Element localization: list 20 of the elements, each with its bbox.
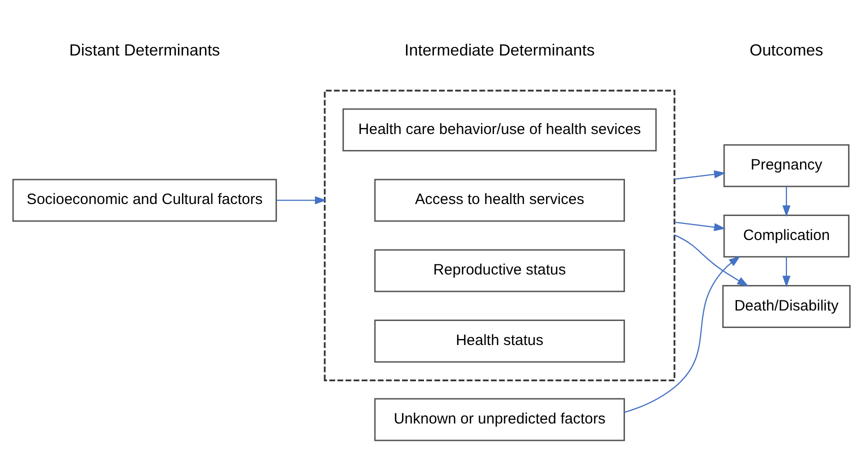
arrow — [674, 170, 726, 180]
cluster — [324, 89, 676, 381]
node-box: Access to health services — [374, 178, 625, 222]
arrow — [624, 255, 740, 412]
arrow — [276, 196, 326, 204]
label: Intermediate Determinants — [404, 41, 595, 60]
node-box: Complication — [723, 214, 850, 258]
node-box: Unknown or unpredicted factors — [374, 398, 625, 441]
node-box: Death/Disability — [722, 284, 851, 328]
node-box: Health status — [374, 319, 625, 362]
label: Outcomes — [750, 41, 824, 60]
arrow — [782, 186, 790, 216]
node-box: Socioeconomic and Cultural factors — [12, 178, 277, 222]
arrow — [674, 221, 726, 231]
node-box: Health care behavior/use of health sevices — [342, 108, 657, 151]
label: Distant Determinants — [69, 41, 220, 60]
arrow — [674, 234, 749, 286]
arrow — [782, 256, 790, 287]
node-box: Reproductive status — [374, 248, 625, 292]
node-box: Pregnancy — [723, 144, 850, 187]
